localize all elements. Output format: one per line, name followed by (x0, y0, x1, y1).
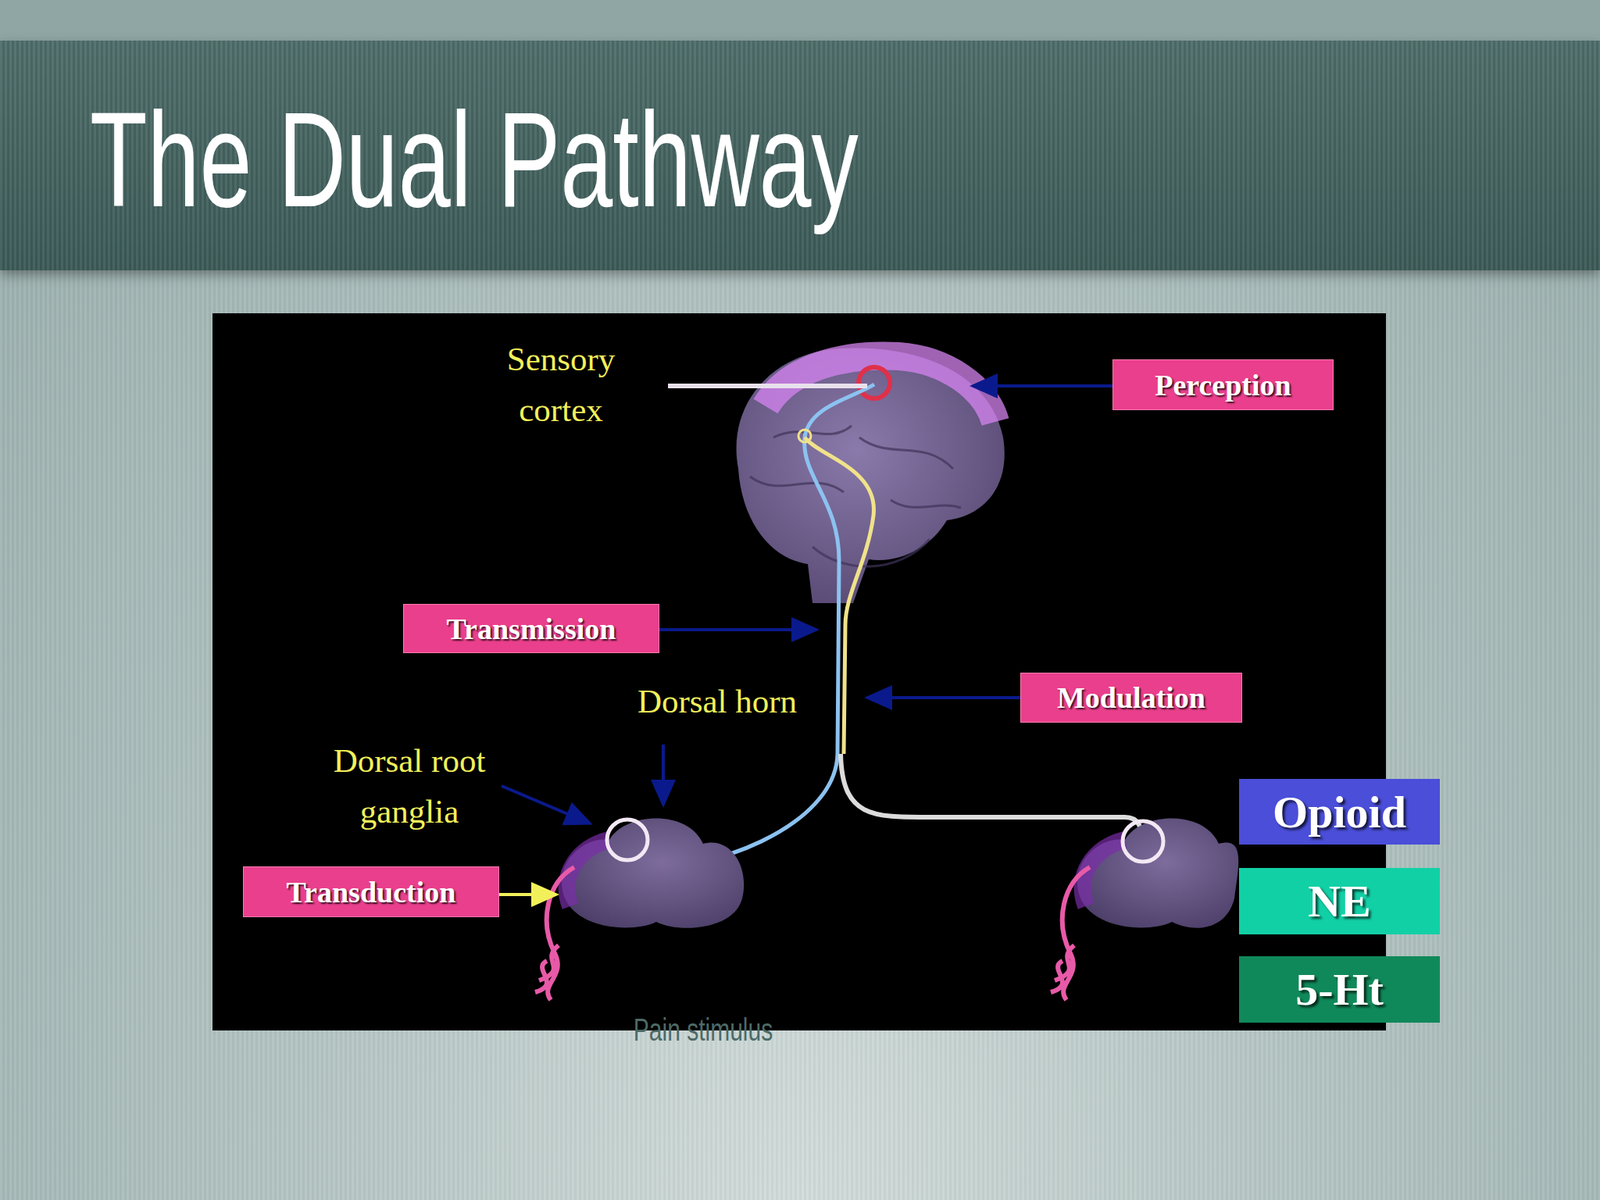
stage-box: Transduction (242, 866, 500, 918)
leader-arrow (661, 744, 665, 805)
box-text: Opioid (1272, 785, 1407, 839)
leader-arrow (867, 696, 1021, 700)
box-text: Transmission (446, 611, 617, 647)
box-text: Perception (1154, 367, 1291, 403)
leader-arrow (659, 628, 817, 632)
top-strip (0, 0, 1600, 41)
stage-box: Transmission (403, 603, 660, 654)
anatomy-label: Dorsal root ganglia (300, 735, 519, 837)
leader-arrow (499, 892, 557, 897)
anatomy-label: Sensory cortex (475, 334, 647, 436)
descending-fiber (804, 437, 874, 754)
box-text: NE (1307, 875, 1372, 928)
stage-box: Modulation (1020, 672, 1243, 723)
leader-arrow (501, 785, 590, 824)
mediator-box: Opioid (1239, 778, 1440, 845)
mediator-box: NE (1239, 867, 1440, 935)
box-text: Modulation (1057, 680, 1206, 715)
caption-note: Pain stimulus (585, 1012, 821, 1048)
stage-box: Perception (1112, 359, 1334, 411)
box-text: 5-Ht (1295, 963, 1384, 1016)
spinal-cord-section (1050, 818, 1239, 1001)
modulating-fiber (840, 753, 1143, 843)
ascending-fiber (636, 384, 875, 868)
slide-title: The Dual Pathway (89, 92, 859, 227)
anatomy-label: Dorsal horn (617, 676, 818, 728)
leader-arrow (972, 384, 1113, 388)
spinal-cord-section (535, 818, 744, 1001)
mediator-box: 5-Ht (1239, 956, 1440, 1023)
box-text: Transduction (286, 875, 457, 910)
leader-line (667, 383, 868, 389)
